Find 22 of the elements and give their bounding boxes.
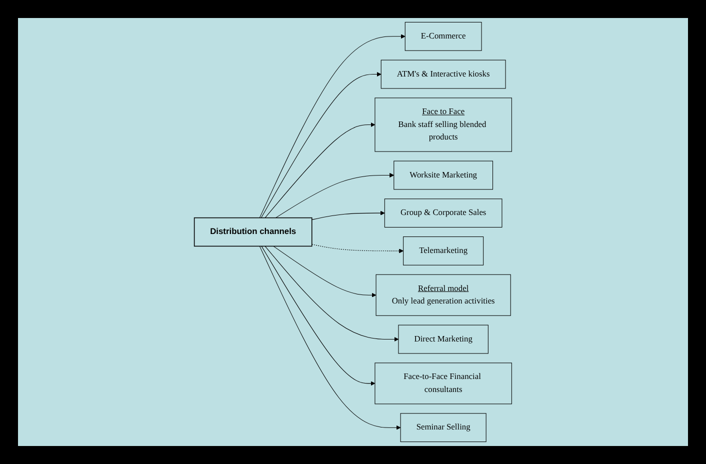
arrow xyxy=(260,72,382,218)
arrow xyxy=(264,122,376,218)
node-box xyxy=(403,236,484,266)
arrow xyxy=(259,246,401,430)
node-box xyxy=(376,274,511,316)
arrow xyxy=(275,172,394,218)
node-box xyxy=(400,413,486,442)
node-box xyxy=(398,324,488,354)
arrow xyxy=(261,246,376,386)
node-box xyxy=(380,60,506,89)
arrow xyxy=(312,210,385,220)
arrow xyxy=(264,246,399,342)
node-box xyxy=(194,217,312,247)
node-box xyxy=(394,160,494,190)
arrow xyxy=(312,244,404,254)
diagram-background: Distribution channels E-Commerce ATM's & Interactive kiosks Face to Face Bank staff selling blended products Worksite Marketing Group & Corporate Sales Telemarketing Referral model Only lead generation activities Direct Marketing Face-to-Face Financial consultants Seminar Selling xyxy=(18,18,688,446)
arrow xyxy=(259,34,406,218)
arrow xyxy=(273,246,376,298)
node-box xyxy=(374,98,512,152)
node-box xyxy=(384,198,502,228)
node-box xyxy=(374,362,512,404)
node-box xyxy=(404,22,482,51)
